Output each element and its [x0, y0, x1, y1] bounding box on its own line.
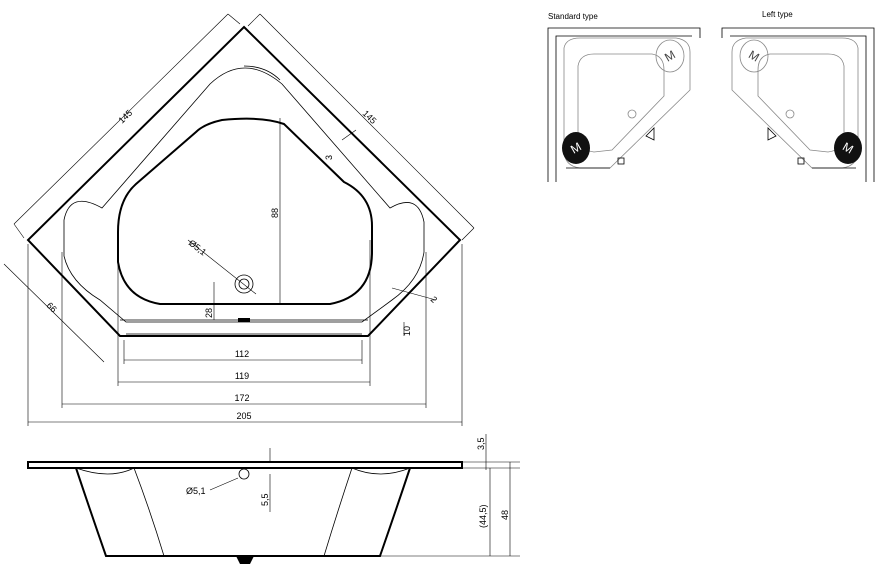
- tub-body-profile: [75, 467, 411, 557]
- dim-drain-offset: 28: [204, 308, 214, 318]
- dim-rim-gap: 3: [324, 155, 334, 160]
- dim-drain-diameter: Ø5,1: [187, 238, 209, 258]
- dim-total-height: 48: [500, 510, 510, 520]
- dim-depth: 88: [270, 208, 280, 218]
- dim-edge-left: 145: [116, 108, 134, 126]
- dim-205: 205: [236, 411, 251, 421]
- standard-tub-outline: [563, 37, 691, 169]
- drain-icon: [627, 109, 637, 119]
- arrow-icon: [645, 127, 655, 141]
- left-type-view: Left type M M: [721, 10, 875, 182]
- standard-type-label: Standard type: [548, 12, 598, 21]
- motor-icon: [834, 132, 862, 164]
- drain-icon: [785, 109, 795, 119]
- motor-icon: [562, 132, 590, 164]
- dim-119: 119: [235, 371, 249, 381]
- tub-rim-profile: [27, 461, 463, 469]
- waste-outlet: [236, 556, 254, 564]
- dim-front-step: 10: [402, 326, 412, 336]
- dim-overflow-drop: 5,5: [260, 493, 270, 506]
- dim-edge-right: 145: [361, 108, 379, 126]
- dim-rim-small: 2: [429, 294, 440, 305]
- drain-icon: [234, 274, 254, 294]
- left-type-label: Left type: [762, 10, 793, 19]
- svg-text:M: M: [662, 47, 678, 64]
- overflow-icon: [238, 468, 250, 480]
- dim-rim: 3,5: [476, 437, 486, 450]
- arrow-icon: [767, 127, 777, 141]
- top-view: 145 145 3 88 Ø5,1 66 2 28 10 112 119 172…: [3, 13, 475, 426]
- tub-outline: [26, 25, 462, 337]
- dim-overflow-diameter: Ø5,1: [186, 486, 206, 496]
- overflow-mark: [238, 318, 250, 322]
- dim-side: 66: [45, 300, 59, 314]
- side-view: 3,5 Ø5,1 5,5 (44,5) 48: [27, 434, 520, 564]
- dim-172: 172: [234, 393, 249, 403]
- dim-112: 112: [235, 349, 249, 359]
- dim-inner-depth: (44,5): [478, 504, 488, 528]
- standard-type-view: Standard type M M: [547, 12, 701, 182]
- tub-rim: [63, 67, 425, 323]
